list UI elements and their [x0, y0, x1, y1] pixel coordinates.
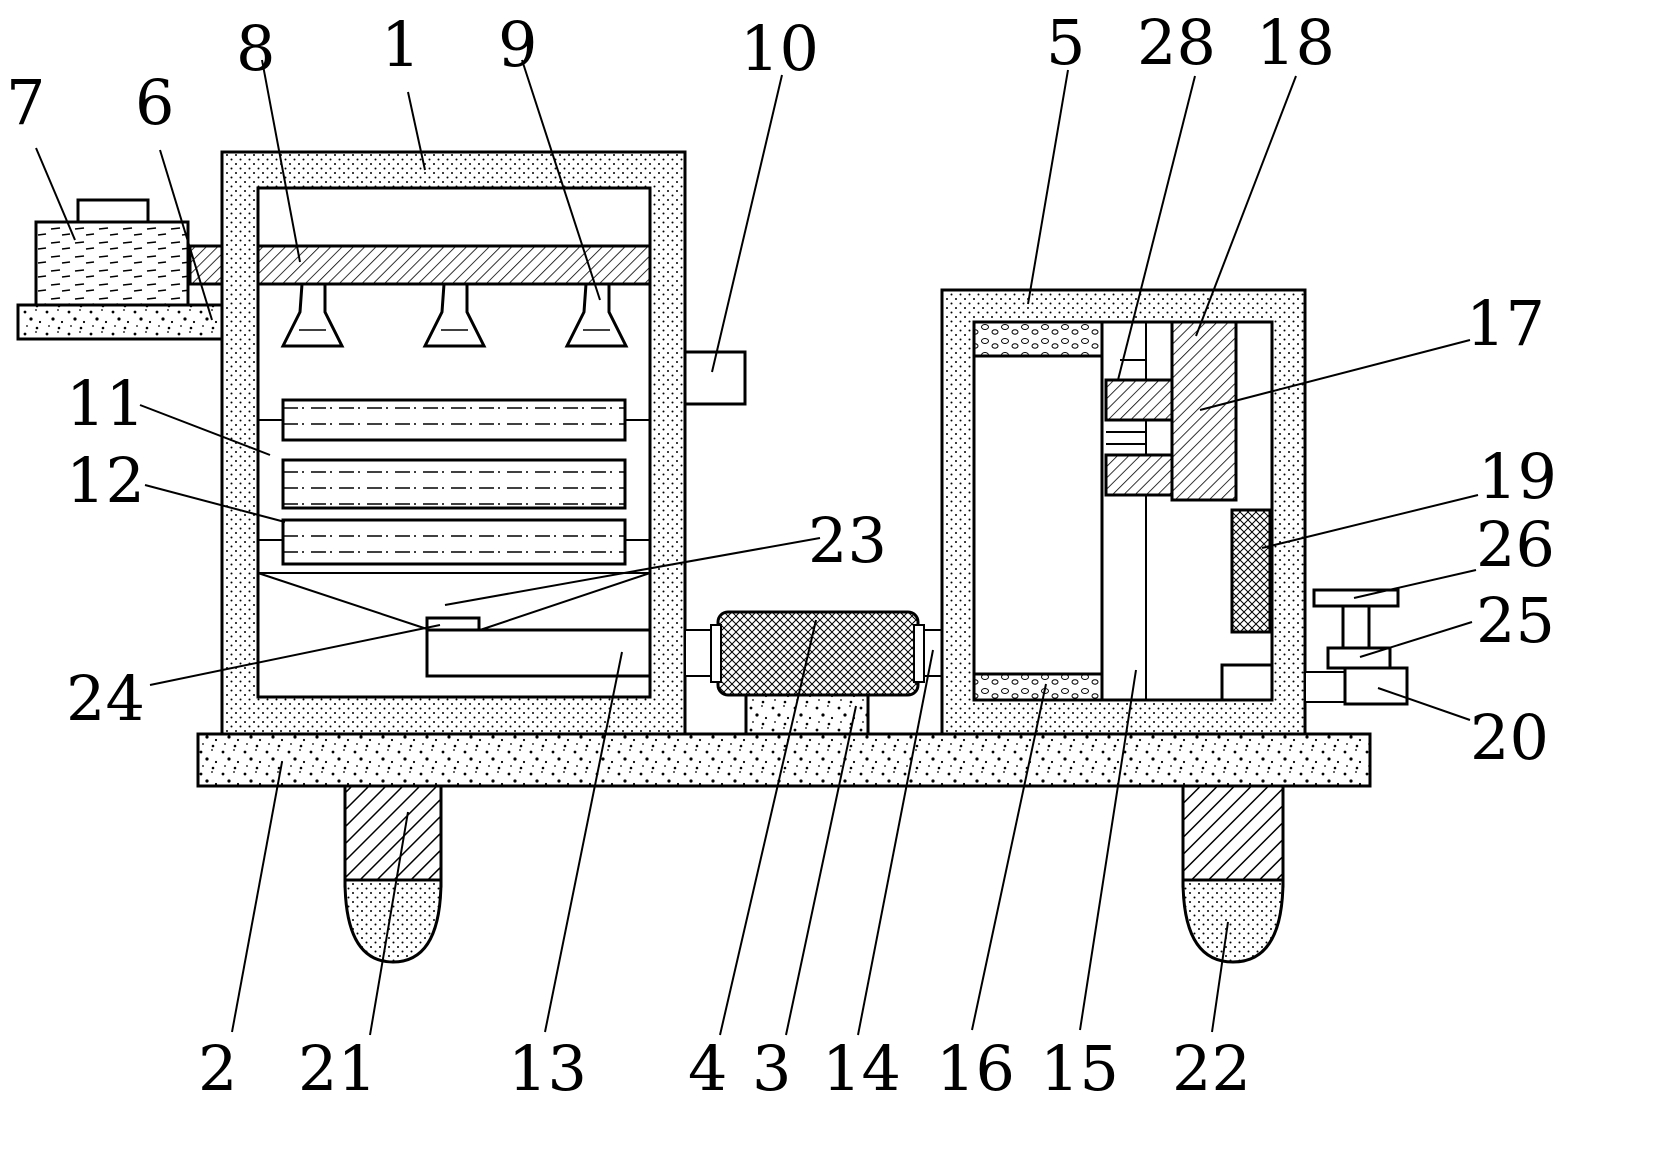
- left-wheel: [343, 878, 443, 964]
- filter-layer: [281, 458, 627, 510]
- label-8: 8: [236, 12, 275, 85]
- left-platform: [16, 303, 224, 341]
- label-13: 13: [508, 1032, 587, 1105]
- cartridge-body: [972, 354, 1104, 676]
- pump-base: [744, 693, 870, 736]
- label-23: 23: [808, 504, 887, 577]
- label-11: 11: [66, 367, 145, 440]
- label-25: 25: [1476, 584, 1555, 657]
- cartridge-bottom: [972, 672, 1104, 702]
- label-7: 7: [6, 66, 45, 139]
- label-15: 15: [1040, 1032, 1119, 1105]
- label-19: 19: [1478, 440, 1557, 513]
- motor: [1170, 320, 1238, 502]
- label-4: 4: [688, 1032, 727, 1105]
- reference-numerals: 7 6 8 1 9 10 5 28 18 17 11 12 23 24 19 2…: [6, 6, 1557, 1105]
- label-17: 17: [1466, 287, 1545, 360]
- label-2: 2: [198, 1032, 237, 1105]
- label-18: 18: [1256, 6, 1335, 79]
- outlet-pipe: [425, 628, 652, 678]
- label-10: 10: [740, 12, 819, 85]
- spring-block: [1230, 508, 1272, 634]
- cartridge-top: [972, 320, 1104, 358]
- label-22: 22: [1172, 1032, 1251, 1105]
- label-1: 1: [381, 8, 420, 81]
- collector-funnel: [257, 572, 651, 631]
- water-tank: [34, 220, 190, 307]
- right-wheel: [1181, 878, 1285, 964]
- pump: [716, 610, 920, 697]
- label-20: 20: [1470, 701, 1549, 774]
- outlet-pipe-20: [1304, 671, 1346, 703]
- spring-base: [1220, 663, 1274, 702]
- label-5: 5: [1046, 6, 1085, 79]
- tank-cap: [76, 198, 150, 224]
- leader-lines: [35, 59, 1479, 1036]
- label-12: 12: [66, 444, 145, 517]
- label-9: 9: [498, 8, 537, 81]
- label-21: 21: [298, 1032, 377, 1105]
- main-box: [220, 150, 687, 736]
- valve-stem: [1341, 604, 1371, 650]
- spray-bar: [256, 244, 652, 286]
- filter-layer: [281, 518, 627, 566]
- sensor-24: [425, 616, 481, 632]
- clamp-upper: [1104, 378, 1174, 422]
- label-28: 28: [1137, 6, 1216, 79]
- filter-layer: [281, 398, 627, 442]
- label-6: 6: [135, 66, 174, 139]
- label-24: 24: [66, 662, 145, 735]
- label-14: 14: [822, 1032, 901, 1105]
- label-26: 26: [1476, 508, 1555, 581]
- nozzle: [280, 282, 345, 348]
- nozzle: [422, 282, 487, 348]
- label-16: 16: [936, 1032, 1015, 1105]
- right-wheel-leg: [1181, 784, 1285, 888]
- outlet-body: [1343, 666, 1409, 706]
- label-3: 3: [752, 1032, 791, 1105]
- pipe-to-pump: [684, 629, 714, 677]
- clamp-lower: [1104, 453, 1174, 497]
- left-wheel-leg: [343, 784, 443, 888]
- nozzle: [564, 282, 629, 348]
